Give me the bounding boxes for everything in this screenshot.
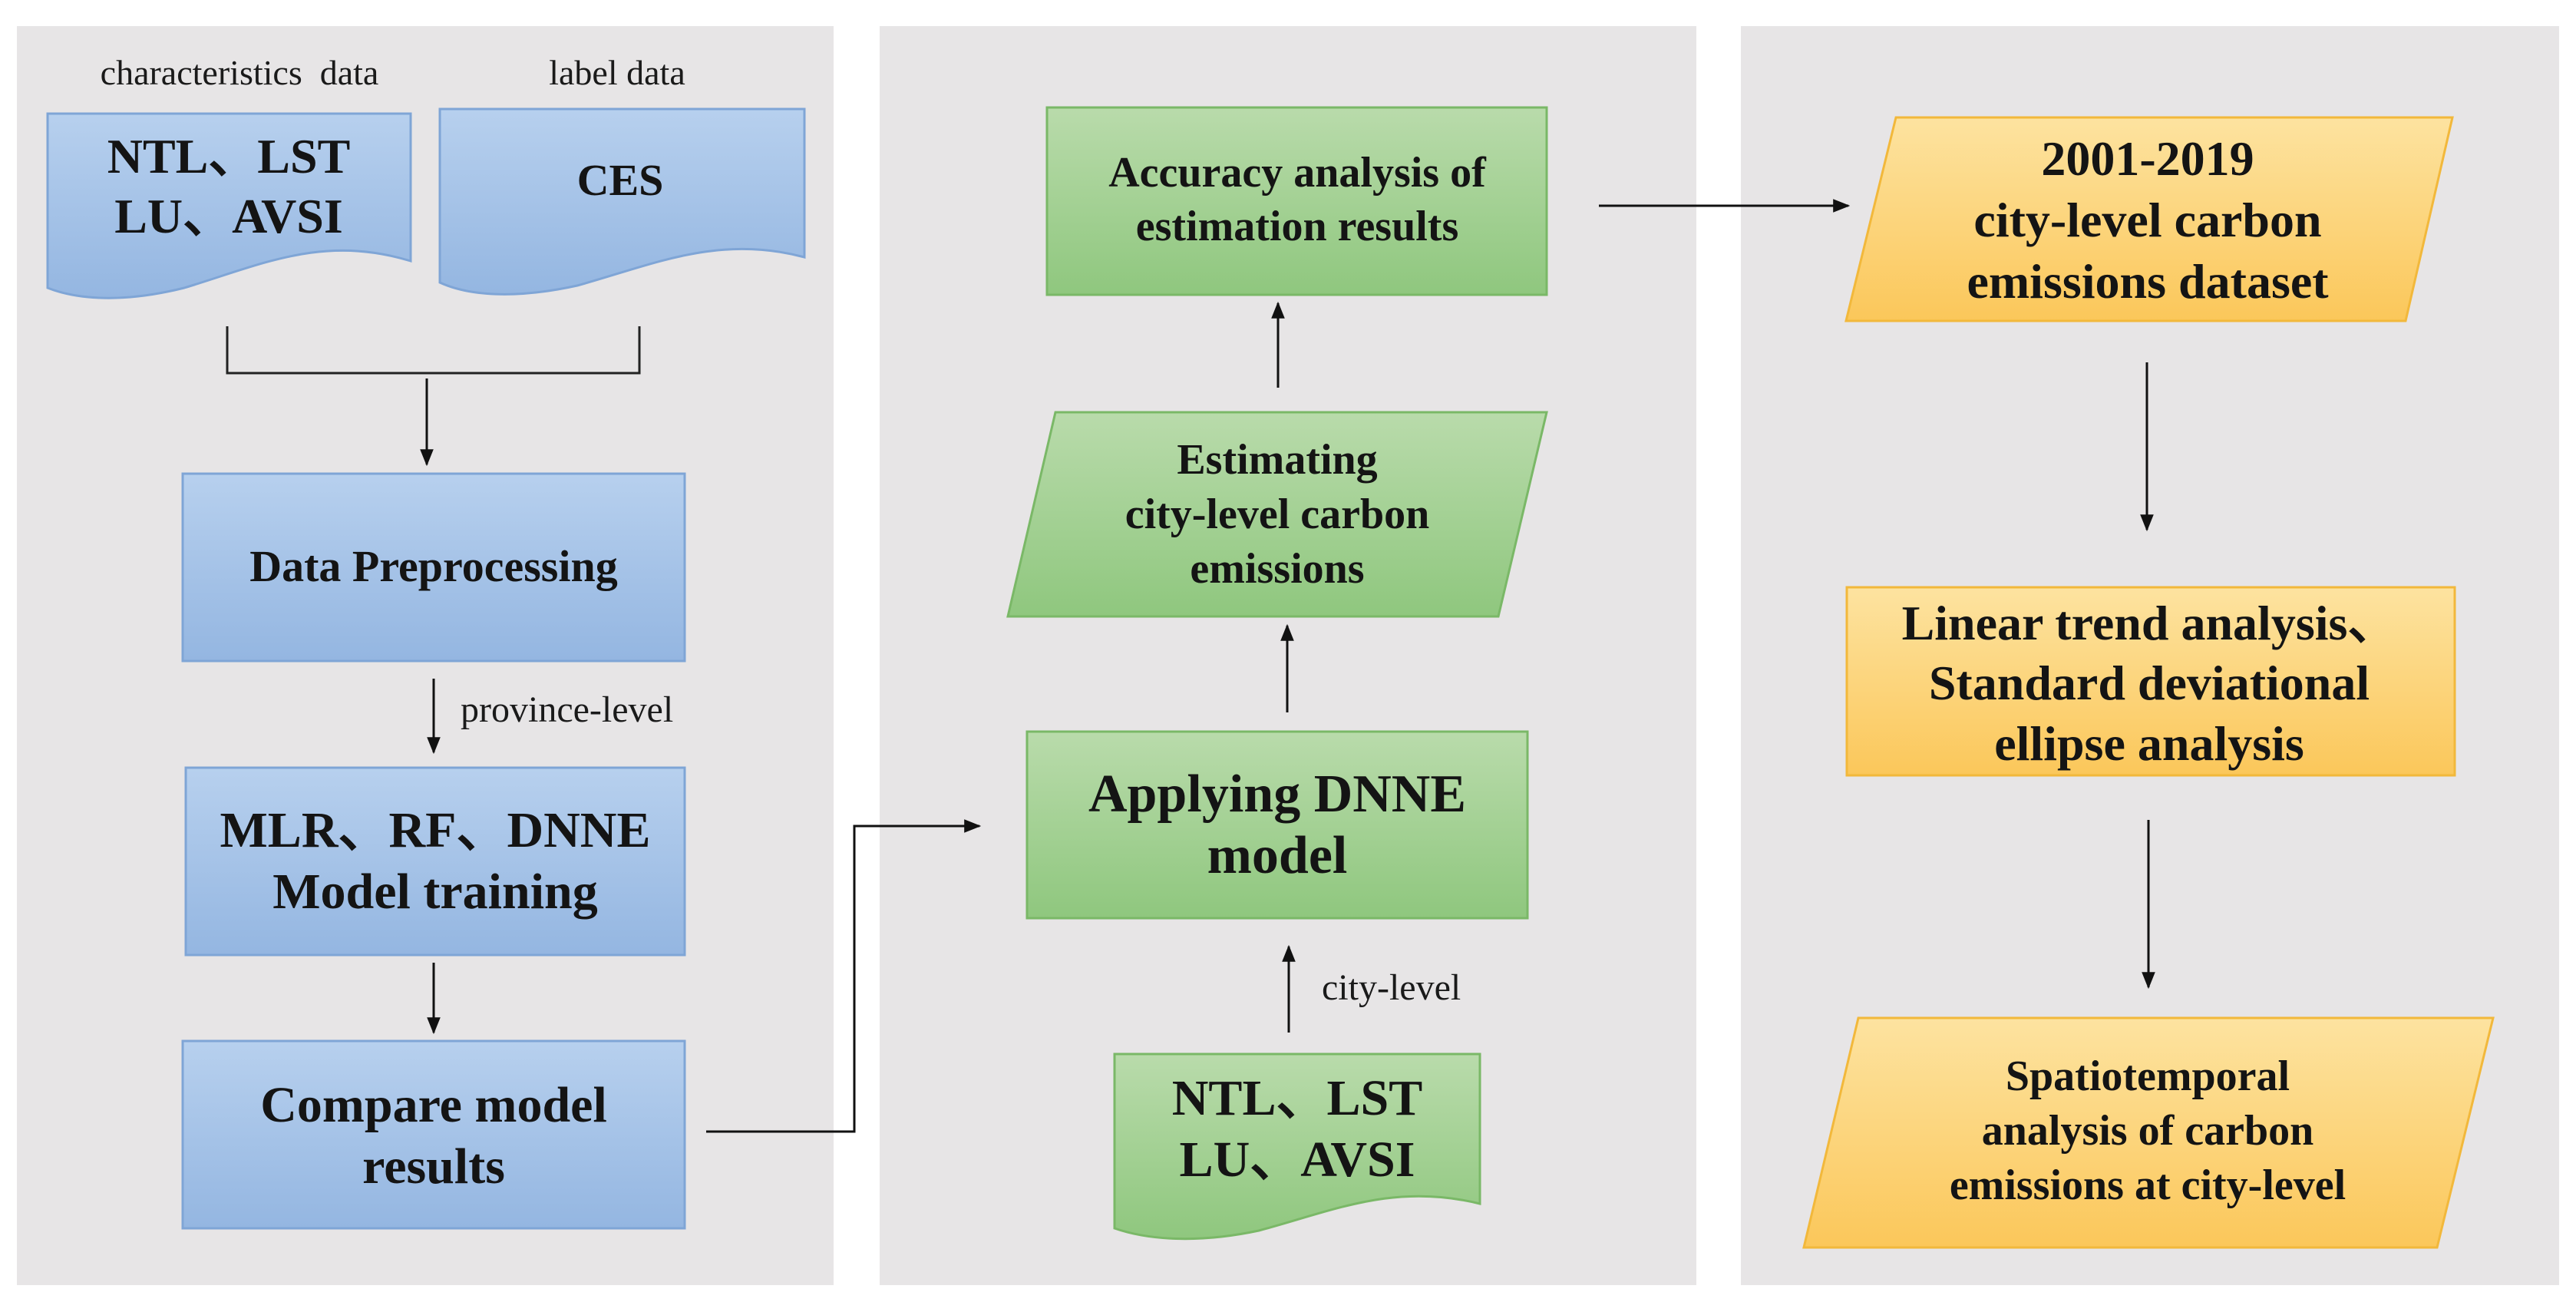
compare-results-box: Compare model results bbox=[181, 1039, 686, 1230]
city-features-line1: NTL、LST bbox=[1172, 1070, 1422, 1126]
spatio-line3: emissions at city-level bbox=[1950, 1162, 2346, 1209]
model-training-box: MLR、RF、DNNE Model training bbox=[184, 766, 686, 957]
data-preprocessing-box: Data Preprocessing bbox=[181, 472, 686, 663]
compare-line1: Compare model bbox=[260, 1077, 607, 1133]
label-data-header: label data bbox=[549, 53, 685, 92]
spatio-line2: analysis of carbon bbox=[1982, 1107, 2314, 1155]
features-document-province: NTL、LST LU、AVSI bbox=[46, 112, 412, 299]
ces-label: CES bbox=[577, 155, 664, 205]
accuracy-line2: estimation results bbox=[1136, 203, 1459, 250]
ces-label-document: CES bbox=[438, 107, 806, 296]
trend-line2: Standard deviational bbox=[1929, 656, 2370, 710]
dataset-parallelogram: 2001-2019 city-level carbon emissions da… bbox=[1844, 116, 2454, 322]
features-document-city: NTL、LST LU、AVSI bbox=[1113, 1053, 1481, 1241]
arrow-compare-to-apply bbox=[706, 819, 982, 1133]
apply-line1: Applying DNNE bbox=[1088, 765, 1466, 824]
city-features-line2: LU、AVSI bbox=[1180, 1132, 1415, 1188]
apply-dnne-box: Applying DNNE model bbox=[1025, 730, 1529, 920]
characteristics-data-header: characteristics data bbox=[101, 53, 379, 92]
accuracy-analysis-box: Accuracy analysis of estimation results bbox=[1045, 106, 1548, 296]
dataset-line1: 2001-2019 bbox=[2041, 131, 2254, 186]
trend-analysis-box: Linear trend analysis、 Standard deviatio… bbox=[1845, 586, 2456, 777]
trend-line3: ellipse analysis bbox=[1994, 716, 2304, 771]
estimating-emissions-parallelogram: Estimating city-level carbon emissions bbox=[1006, 411, 1548, 618]
province-level-label: province-level bbox=[461, 689, 673, 730]
compare-line2: results bbox=[362, 1138, 505, 1195]
city-level-label: city-level bbox=[1322, 967, 1461, 1008]
features-line2: LU、AVSI bbox=[114, 189, 343, 243]
merge-bracket bbox=[226, 326, 641, 375]
spatio-line1: Spatiotemporal bbox=[2006, 1053, 2290, 1100]
data-preprocessing-label: Data Preprocessing bbox=[249, 541, 618, 591]
accuracy-line1: Accuracy analysis of bbox=[1108, 149, 1487, 197]
model-training-line2: Model training bbox=[272, 864, 598, 920]
apply-line2: model bbox=[1207, 826, 1348, 885]
dataset-line2: city-level carbon bbox=[1973, 193, 2321, 247]
model-training-line1: MLR、RF、DNNE bbox=[220, 802, 651, 858]
estimating-line2: city-level carbon bbox=[1125, 491, 1430, 538]
spatiotemporal-parallelogram: Spatiotemporal analysis of carbon emissi… bbox=[1802, 1016, 2495, 1249]
trend-line1: Linear trend analysis、 bbox=[1902, 596, 2397, 650]
dataset-line3: emissions dataset bbox=[1967, 254, 2329, 309]
estimating-line3: emissions bbox=[1190, 545, 1364, 593]
estimating-line1: Estimating bbox=[1177, 436, 1377, 484]
features-line1: NTL、LST bbox=[107, 129, 351, 183]
